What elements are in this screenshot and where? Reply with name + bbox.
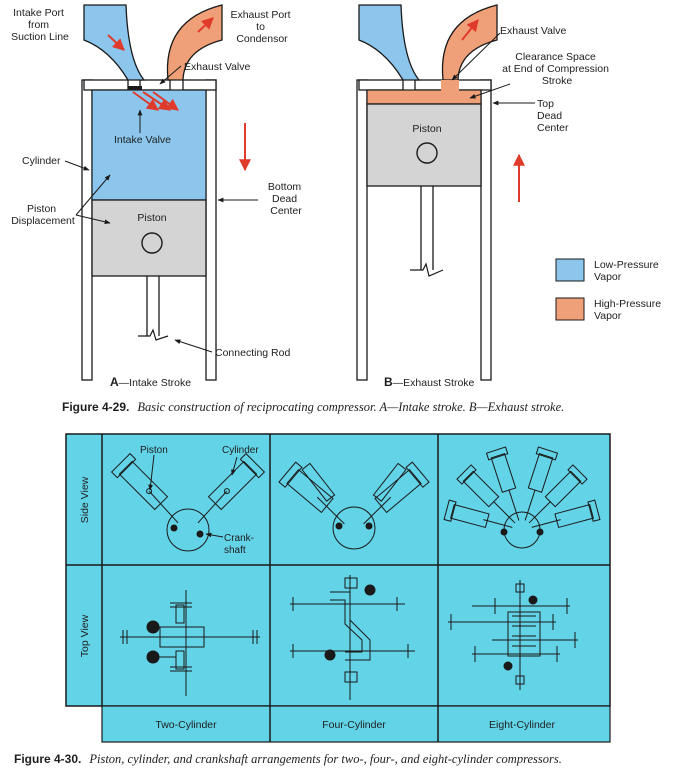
label-top-dead-center: Top Dead Center: [537, 98, 569, 134]
wrist-pin-a: [141, 232, 163, 254]
label-intake-port: Intake Port from Suction Line: [11, 7, 69, 43]
two-cylinder-top-view: [120, 590, 260, 696]
row-label-top-view: Top View: [79, 614, 91, 657]
legend-high-pressure: High-Pressure Vapor: [594, 298, 664, 322]
arrangement-grid: [65, 433, 611, 707]
connecting-rod-a-break: [138, 328, 169, 341]
legend-low-pressure: Low-Pressure Vapor: [594, 259, 662, 283]
col-label-four-cylinder: Four-Cylinder: [322, 719, 386, 731]
legend-swatch-high-pressure: [555, 297, 585, 321]
figure-4-29-caption: Figure 4-29.Basic construction of recipr…: [62, 400, 565, 414]
col-label-two-cylinder: Two-Cylinder: [155, 719, 217, 731]
diagram-a-intake-stroke: Intake Port from Suction Line Exhaust Po…: [11, 4, 304, 381]
head-plate-left: [83, 79, 129, 91]
label-bottom-dead-center: Bottom Dead Center: [268, 181, 304, 217]
legend-swatch-low-pressure: [555, 258, 585, 282]
subcaption-b: B—Exhaust Stroke: [384, 375, 475, 389]
four-cylinder-top-view: [290, 575, 415, 700]
label-piston-b: Piston: [412, 123, 441, 135]
four-cylinder-side-view: [278, 461, 430, 550]
label-piston-a: Piston: [137, 212, 166, 224]
piston-b: [366, 103, 482, 187]
eight-cylinder-side-view: [443, 446, 601, 549]
label-intake-valve: Intake Valve: [114, 134, 171, 146]
head-plate-middle: [139, 79, 171, 91]
figure-4-30-caption: Figure 4-30.Piston, cylinder, and cranks…: [14, 752, 562, 766]
subcaption-a: A—Intake Stroke: [110, 375, 191, 389]
label-crankshaft: Crank- shaft: [224, 533, 257, 556]
label-exhaust-valve-b: Exhaust Valve: [500, 25, 567, 37]
clearance-space-vapor: [366, 89, 482, 105]
intake-valve-a: [128, 86, 142, 90]
piston-a: [91, 199, 207, 277]
label-connecting-rod: Connecting Rod: [215, 347, 290, 359]
label-piston-side: Piston: [140, 445, 168, 456]
wrist-pin-b: [416, 142, 438, 164]
intake-port-pipe: [83, 4, 146, 81]
two-cylinder-side-view: [110, 452, 266, 552]
label-cylinder: Cylinder: [22, 155, 61, 167]
label-clearance-space: Clearance Space at End of Compression St…: [502, 51, 612, 87]
cylinder-wall-right: [205, 79, 217, 381]
col-label-eight-cylinder: Eight-Cylinder: [489, 719, 555, 731]
legend: Low-Pressure Vapor High-Pressure Vapor: [555, 258, 664, 322]
cylinder-wall-left-b: [356, 79, 368, 381]
intake-port-pipe-b: [358, 4, 421, 81]
label-cylinder-side: Cylinder: [222, 445, 259, 456]
cylinder-wall-right-b: [480, 79, 492, 381]
column-label-strip: [101, 705, 611, 743]
row-label-side-view: Side View: [79, 476, 91, 523]
head-plate-right: [182, 79, 217, 91]
cylinder-wall-left: [81, 79, 93, 381]
diagram-b-exhaust-stroke: Exhaust Valve Clearance Space at End of …: [356, 4, 612, 381]
label-exhaust-valve-a: Exhaust Valve: [184, 61, 251, 73]
label-piston-displacement: Piston Displacement: [11, 203, 75, 227]
exhaust-port-pipe-b: [441, 4, 498, 81]
figure-4-30: Side View Top View Two-Cylinder Four-Cyl…: [65, 433, 611, 743]
label-exhaust-port: Exhaust Port to Condensor: [230, 9, 293, 45]
eight-cylinder-top-view: [448, 580, 578, 690]
